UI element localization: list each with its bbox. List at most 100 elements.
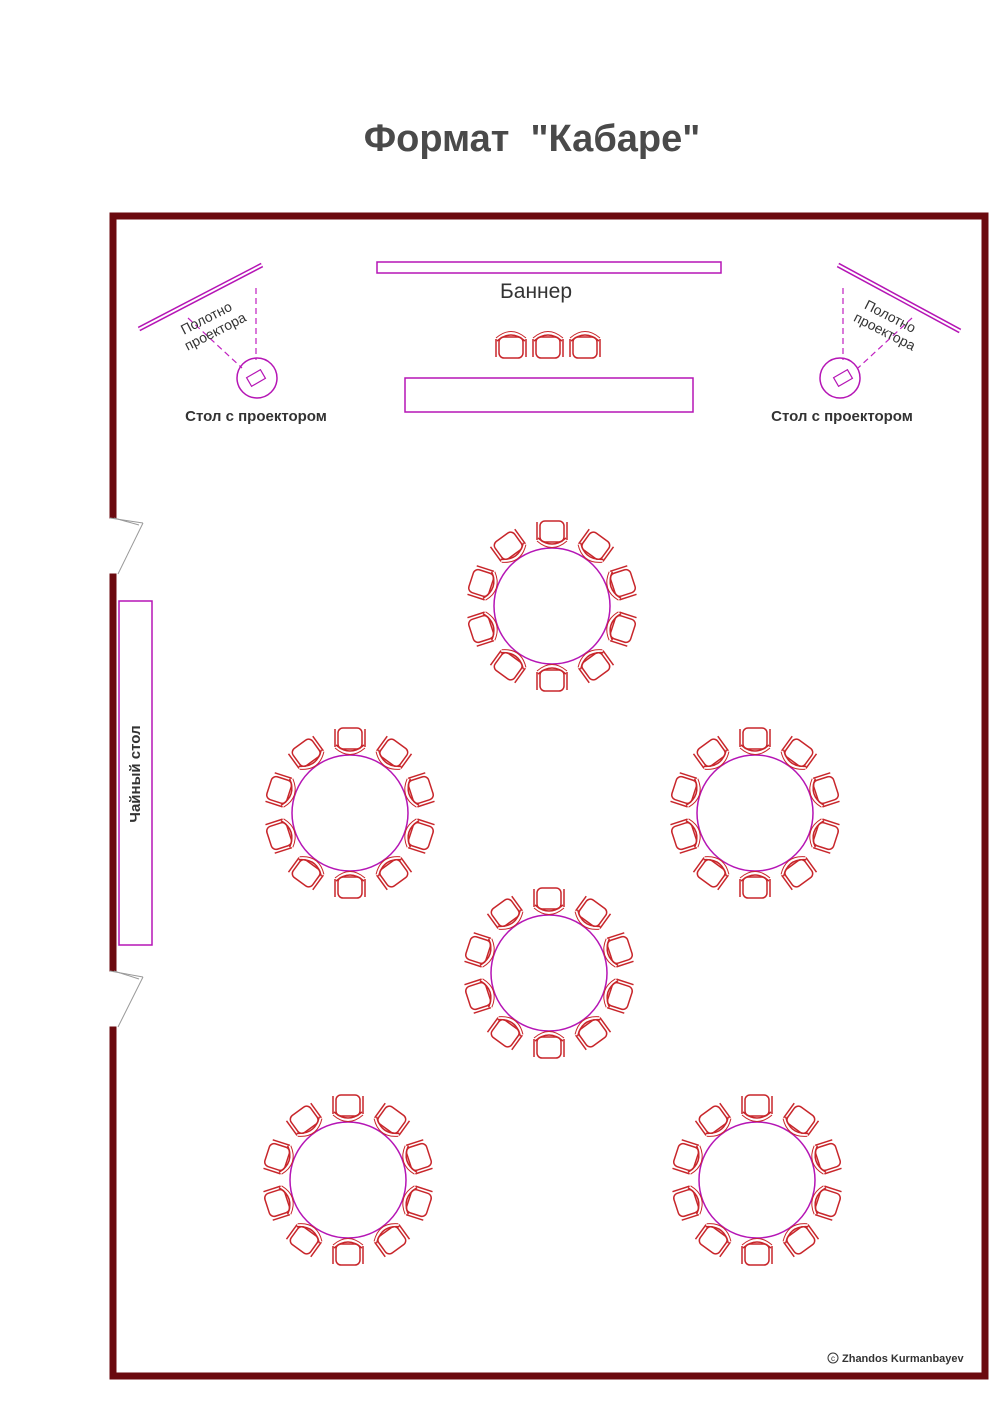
chair	[334, 727, 366, 755]
copyright-symbol: c	[831, 1354, 835, 1363]
chair	[464, 978, 495, 1014]
projector-screen-right	[836, 262, 962, 334]
chair	[375, 856, 413, 891]
projector-icon	[832, 368, 854, 388]
table-top	[291, 754, 409, 872]
outer-wall	[109, 212, 989, 1380]
chair	[694, 1102, 732, 1137]
tea-table	[118, 600, 153, 946]
chair	[536, 664, 568, 692]
chair	[287, 735, 325, 770]
projector-beam-left	[187, 288, 257, 369]
chair	[739, 871, 771, 899]
chair	[569, 331, 601, 359]
chair	[692, 735, 730, 770]
chair	[373, 1102, 411, 1137]
chair	[287, 856, 325, 891]
round-table	[672, 1094, 842, 1266]
chair	[741, 1238, 773, 1266]
chair	[486, 1016, 524, 1051]
chair	[670, 772, 701, 808]
table-top	[698, 1121, 816, 1239]
chair	[536, 520, 568, 548]
table-top	[289, 1121, 407, 1239]
door-bottom[interactable]	[109, 970, 144, 1028]
chair	[809, 818, 840, 854]
chair	[811, 1139, 842, 1175]
chair	[739, 727, 771, 755]
projector-table-right	[819, 357, 861, 399]
chair	[672, 1185, 703, 1221]
projector-table-label-left: Стол с проектором	[185, 408, 327, 425]
chair	[577, 528, 615, 563]
round-table	[265, 727, 435, 899]
chair	[404, 772, 435, 808]
chair	[334, 871, 366, 899]
chair	[332, 1094, 364, 1122]
chair	[464, 932, 495, 968]
table-top	[493, 547, 611, 665]
round-table	[467, 520, 637, 692]
copyright-text: Zhandos Kurmanbayev	[842, 1353, 965, 1365]
table-top	[696, 754, 814, 872]
projector-screen-left	[137, 262, 264, 332]
chair	[402, 1185, 433, 1221]
page-title: Формат "Кабаре"	[363, 118, 701, 160]
chair	[780, 856, 818, 891]
walls	[109, 212, 989, 1380]
chair	[489, 649, 527, 684]
door-top[interactable]	[109, 517, 144, 575]
round-table	[464, 887, 634, 1059]
projector-beam-right	[842, 288, 913, 369]
tea-table-label: Чайный стол	[127, 725, 144, 822]
chair	[263, 1185, 294, 1221]
chair	[606, 565, 637, 601]
round-table	[263, 1094, 433, 1266]
chair	[285, 1102, 323, 1137]
chair	[694, 1223, 732, 1258]
chair	[263, 1139, 294, 1175]
round-table	[670, 727, 840, 899]
chair	[486, 895, 524, 930]
chair	[533, 887, 565, 915]
screen-label-right: Полотно проектора	[851, 295, 925, 354]
chair	[577, 649, 615, 684]
projector-table-left	[236, 357, 278, 399]
chair	[467, 565, 498, 601]
chair	[782, 1223, 820, 1258]
projector-table-label-right: Стол с проектором	[771, 408, 913, 425]
chair	[606, 611, 637, 647]
chair	[265, 818, 296, 854]
table-top	[490, 914, 608, 1032]
presidium-chairs	[495, 331, 601, 359]
round-tables	[263, 520, 842, 1266]
chair	[811, 1185, 842, 1221]
chair	[373, 1223, 411, 1258]
chair	[782, 1102, 820, 1137]
chair	[402, 1139, 433, 1175]
chair	[574, 1016, 612, 1051]
chair	[809, 772, 840, 808]
chair	[532, 331, 564, 359]
chair	[489, 528, 527, 563]
chair	[404, 818, 435, 854]
chair	[780, 735, 818, 770]
chair	[495, 331, 527, 359]
chair	[375, 735, 413, 770]
chair	[603, 932, 634, 968]
chair	[670, 818, 701, 854]
banner-label: Баннер	[500, 280, 572, 303]
copyright: c Zhandos Kurmanbayev	[827, 1352, 965, 1365]
chair	[265, 772, 296, 808]
chair	[672, 1139, 703, 1175]
presidium-table	[404, 377, 694, 413]
chair	[603, 978, 634, 1014]
chair	[285, 1223, 323, 1258]
chair	[692, 856, 730, 891]
chair	[533, 1031, 565, 1059]
chair	[332, 1238, 364, 1266]
projector-icon	[245, 368, 267, 388]
chair	[467, 611, 498, 647]
banner	[376, 261, 722, 274]
